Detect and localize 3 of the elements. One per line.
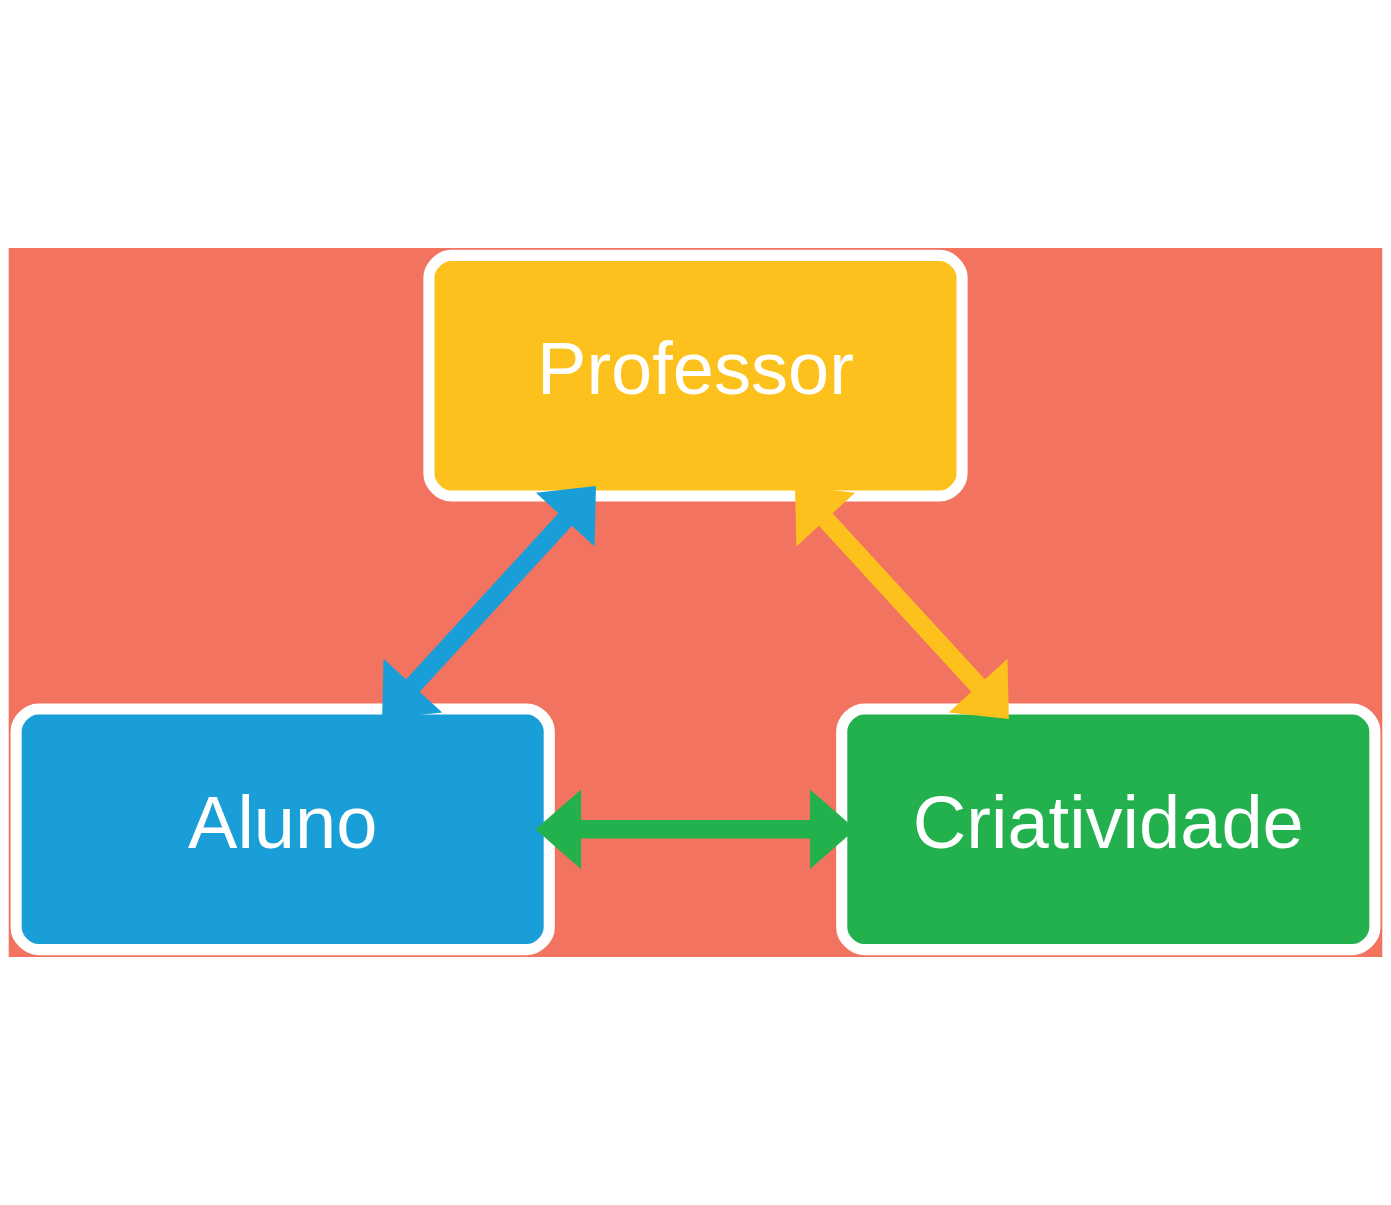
- node-box: Aluno: [10, 703, 555, 956]
- node-box: Professor: [423, 249, 968, 502]
- node-box: Criatividade: [836, 703, 1381, 956]
